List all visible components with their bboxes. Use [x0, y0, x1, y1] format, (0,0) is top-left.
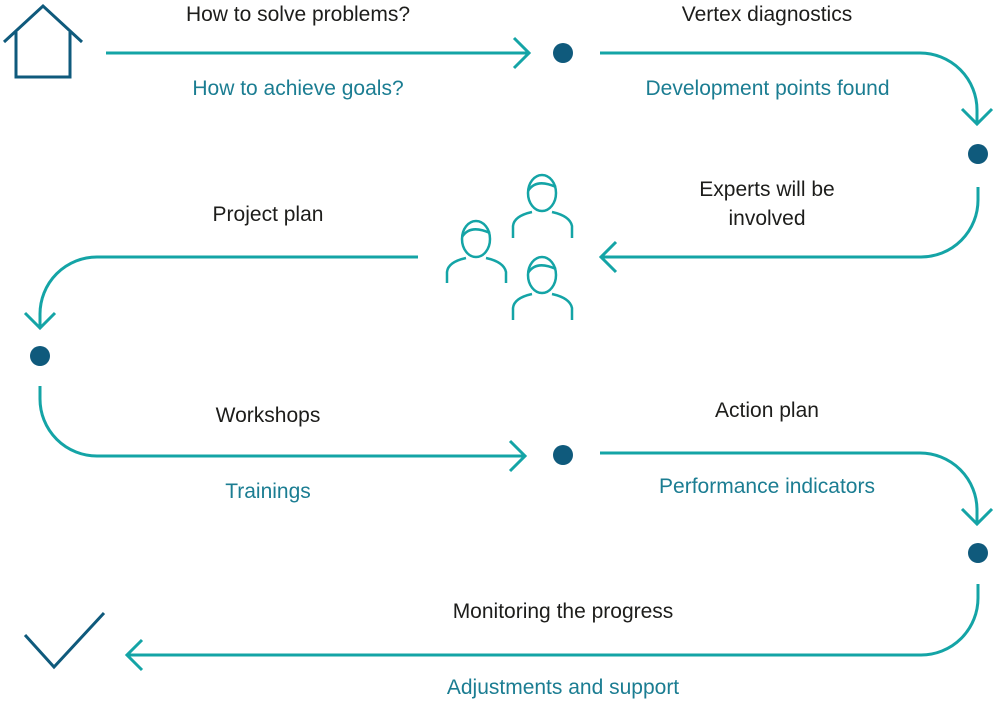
- step-3-title-line2: involved: [728, 207, 806, 230]
- person-icon: [511, 173, 574, 238]
- step-4-title: Project plan: [212, 203, 324, 226]
- people-icon: [445, 173, 574, 320]
- person-icon: [511, 255, 574, 320]
- step-5-title: Workshops: [215, 404, 321, 427]
- step-6-subtitle: Performance indicators: [659, 475, 875, 498]
- person-icon: [445, 219, 508, 283]
- node-4: [553, 445, 573, 465]
- step-1-subtitle: How to achieve goals?: [192, 77, 404, 100]
- step-1-title: How to solve problems?: [185, 3, 411, 26]
- step-7-subtitle: Adjustments and support: [446, 676, 680, 699]
- step-2-title: Vertex diagnostics: [681, 3, 853, 26]
- checkmark-icon: [23, 611, 106, 670]
- step-7-title: Monitoring the progress: [452, 600, 674, 623]
- flow-arrow-6: [600, 451, 994, 527]
- node-3: [30, 346, 50, 366]
- step-5-subtitle: Trainings: [225, 480, 311, 503]
- step-2-subtitle: Development points found: [645, 77, 890, 100]
- flow-arrow-4: [23, 255, 418, 331]
- step-6-title: Action plan: [715, 399, 819, 422]
- node-5: [968, 543, 988, 563]
- flow-arrow-1: [106, 36, 532, 70]
- step-3-title-line1: Experts will be: [699, 178, 835, 201]
- node-1: [553, 43, 573, 63]
- flow-arrow-5: [38, 386, 528, 473]
- house-icon: [2, 3, 84, 79]
- flow-arrow-3: [598, 187, 980, 274]
- flow-arrow-2: [600, 51, 994, 127]
- flow-arrow-7: [124, 584, 980, 672]
- node-2: [968, 144, 988, 164]
